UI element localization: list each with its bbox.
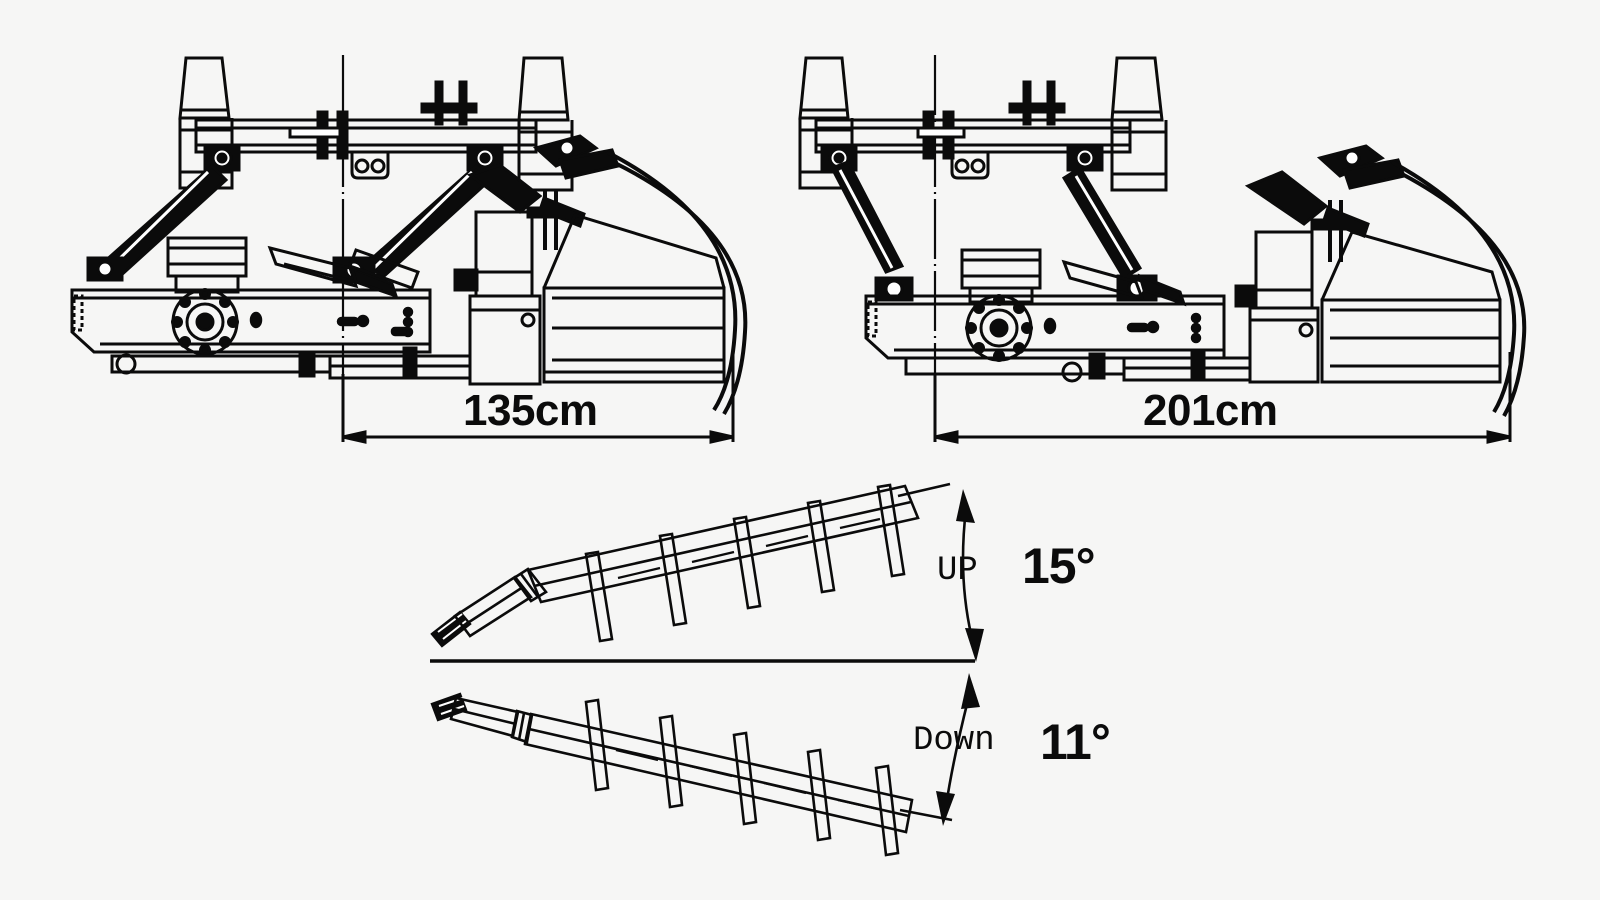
left-head-mast bbox=[453, 210, 542, 386]
right-rotor-flange bbox=[965, 294, 1033, 362]
right-lift-arm-a bbox=[829, 160, 905, 274]
left-flail-head bbox=[542, 213, 726, 384]
right-head-linkage bbox=[1244, 144, 1407, 262]
right-hitch-mast-a bbox=[798, 56, 854, 190]
right-lower-frame bbox=[904, 348, 1252, 383]
left-dimension-label: 135cm bbox=[463, 386, 598, 435]
up-angle-value: 15° bbox=[1022, 538, 1096, 594]
right-hitch-lower-loop bbox=[950, 152, 990, 180]
up-direction-label: UP bbox=[937, 552, 978, 590]
angle-leader-up bbox=[897, 482, 951, 498]
right-top-link-rod bbox=[916, 102, 1066, 139]
angle-arrow-down-heads bbox=[936, 673, 980, 826]
right-hydraulic-hose bbox=[1391, 160, 1527, 417]
right-hitch-pivot-b bbox=[1066, 144, 1104, 172]
angle-arrow-up-heads bbox=[956, 489, 984, 662]
left-hydraulic-hose bbox=[606, 150, 748, 416]
right-flail-head bbox=[1320, 230, 1502, 384]
left-rotor-flange bbox=[171, 288, 239, 356]
right-boom-fittings bbox=[1043, 312, 1202, 344]
right-hitch-mast-b bbox=[1110, 56, 1168, 192]
pto-shaft-up bbox=[430, 483, 920, 648]
down-angle-value: 11° bbox=[1040, 714, 1111, 770]
left-hitch-lower-loop bbox=[350, 152, 390, 180]
left-main-boom bbox=[70, 288, 432, 354]
left-arm-pivot-a bbox=[86, 256, 124, 282]
left-lower-frame bbox=[110, 346, 472, 380]
left-cylinder-rod bbox=[348, 248, 420, 290]
left-boom-fittings bbox=[249, 306, 414, 338]
left-top-link-rod bbox=[288, 102, 478, 139]
right-hydraulic-cylinder bbox=[1061, 259, 1187, 307]
left-hydraulic-cylinder bbox=[267, 245, 399, 299]
pto-shaft-down bbox=[430, 692, 914, 857]
down-direction-label: Down bbox=[913, 722, 995, 760]
right-dimension-label: 201cm bbox=[1143, 386, 1278, 435]
